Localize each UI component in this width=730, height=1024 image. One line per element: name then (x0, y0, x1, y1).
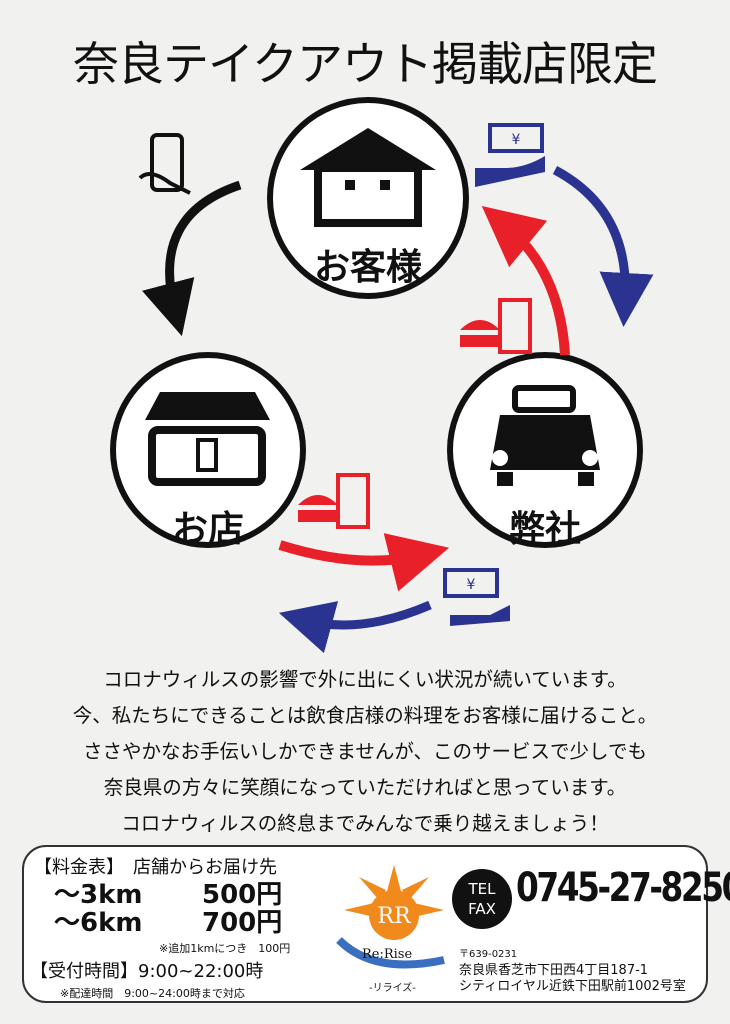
logo-kana: -リライズ- (369, 983, 416, 994)
arrow-company-to-shop-payment (278, 600, 432, 654)
phone-number[interactable]: 0745-27-8250 (516, 865, 730, 911)
address-line: シティロイヤル近鉄下田駅前1002号室 (459, 979, 686, 994)
flow-diagram: ¥ ¥ (110, 97, 654, 654)
money-icon-bottom: ¥ (443, 568, 510, 626)
tel-fax-badge: TEL FAX (452, 869, 512, 929)
taxi-icon (490, 385, 600, 486)
customer-circle (267, 97, 469, 299)
pricing-header: 【料金表】 店舗からお届け先 (34, 857, 277, 878)
message: コロナウィルスの影響で外に出にくい状況が続いています。 今、私たちにできることは… (0, 662, 730, 842)
fax-label: FAX (468, 900, 496, 918)
svg-text:RR: RR (377, 904, 412, 929)
price-note: ※追加1kmにつき 100円 (159, 942, 291, 955)
phone-icon (138, 133, 191, 195)
house-icon (300, 128, 436, 227)
postal-code: 〒639-0231 (459, 949, 518, 960)
price-row: ～3km (54, 881, 142, 909)
message-line: コロナウィルスの影響で外に出にくい状況が続いています。 (103, 668, 627, 691)
arrow-customer-to-company-payment (552, 166, 654, 327)
customer-label: お客様 (313, 247, 422, 288)
message-line: コロナウィルスの終息までみんなで乗り越えましょう！ (121, 812, 609, 835)
svg-text:¥: ¥ (467, 577, 476, 593)
message-line: 奈良県の方々に笑顔になっていただければと思っています。 (103, 776, 627, 799)
price-distance: ～6km (54, 908, 143, 938)
store-icon (145, 392, 270, 486)
svg-text:¥: ¥ (512, 132, 521, 148)
logo-name: Re:Rise (362, 947, 413, 962)
address-line: 奈良県香芝市下田西4丁目187-1 (459, 963, 649, 978)
arrow-customer-to-shop (142, 180, 242, 337)
message-line: ささやかなお手伝いしかできませんが、このサービスで少しでも (83, 740, 647, 763)
arrow-company-to-customer-delivery (481, 205, 570, 356)
page-title: 奈良テイクアウト掲載店限定 (72, 37, 658, 91)
food-icon-top (460, 298, 532, 354)
message-line: 今、私たちにできることは飲食店様の料理をお客様に届けること。 (72, 704, 658, 727)
tel-label: TEL (468, 880, 496, 898)
delivery-note: ※配達時間 9:00~24:00時まで対応 (60, 987, 245, 1000)
info-box: 【料金表】 店舗からお届け先 ～3km 500円 ～6km 700円 ※追加1k… (22, 845, 730, 1003)
price-value: 700円 (202, 908, 283, 938)
food-icon-bottom (298, 473, 370, 529)
company-label: 弊社 (508, 509, 581, 550)
price-distance: ～3km (54, 880, 143, 910)
shop-label: お店 (171, 509, 244, 550)
logo-sun-icon: RR (336, 865, 445, 969)
arrow-shop-to-company-delivery (278, 533, 450, 592)
money-icon: ¥ (475, 123, 545, 187)
price-value: 500円 (202, 880, 283, 910)
hours: 【受付時間】9:00~22:00時 (30, 961, 264, 982)
